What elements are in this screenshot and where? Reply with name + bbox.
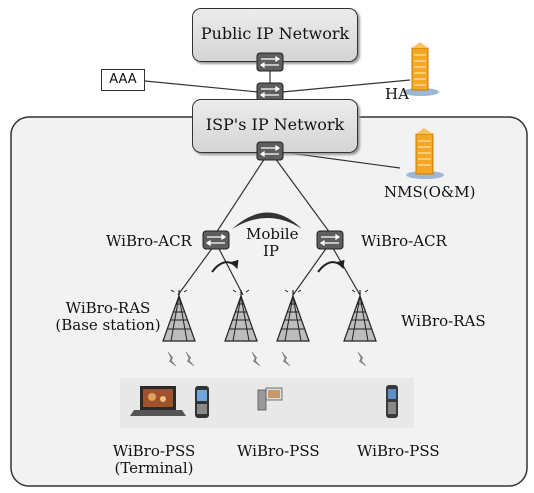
camera-phone-icon <box>257 387 283 411</box>
ha-label: HA <box>385 85 409 103</box>
laptop-icon <box>130 386 186 416</box>
isp-ip-network-label: ISP's IP Network <box>205 115 345 134</box>
public-ip-network-label: Public IP Network <box>200 24 350 43</box>
mobile-ip-line2: IP <box>262 242 280 260</box>
acr-right-label: WiBro-ACR <box>361 232 447 250</box>
phone-icon <box>195 386 209 418</box>
pss-left-label: WiBro-PSS (Terminal) <box>104 443 204 477</box>
ras-right-label: WiBro-RAS <box>401 312 486 330</box>
nms-server-icon <box>406 128 444 179</box>
mobile-ip-label: Mobile IP <box>246 225 299 260</box>
ras-left-line2: (Base station) <box>55 316 161 334</box>
handover-arrow-left <box>211 259 239 273</box>
phone-icon <box>386 385 398 418</box>
nms-label: NMS(O&M) <box>384 183 476 201</box>
network-links <box>144 62 411 296</box>
pss-right-label: WiBro-PSS <box>357 442 440 460</box>
ha-server-icon <box>403 42 439 96</box>
ras-left-line1: WiBro-RAS <box>65 299 151 317</box>
public-ip-network-box: Public IP Network <box>192 8 358 62</box>
mobile-ip-arc <box>232 212 302 229</box>
acr-right-router-icon <box>316 230 344 250</box>
aaa-server-box: AAA <box>101 69 145 91</box>
handover-arrow-right <box>317 259 345 273</box>
ras-left-label: WiBro-RAS (Base station) <box>52 300 164 334</box>
isp-ip-network-box: ISP's IP Network <box>192 99 358 153</box>
pss-left-line1: WiBro-PSS <box>112 442 196 460</box>
acr-left-router-icon <box>202 230 230 250</box>
mobile-ip-line1: Mobile <box>246 225 299 243</box>
pss-left-line2: (Terminal) <box>114 459 194 477</box>
acr-left-label: WiBro-ACR <box>106 232 192 250</box>
pss-middle-label: WiBro-PSS <box>237 442 320 460</box>
